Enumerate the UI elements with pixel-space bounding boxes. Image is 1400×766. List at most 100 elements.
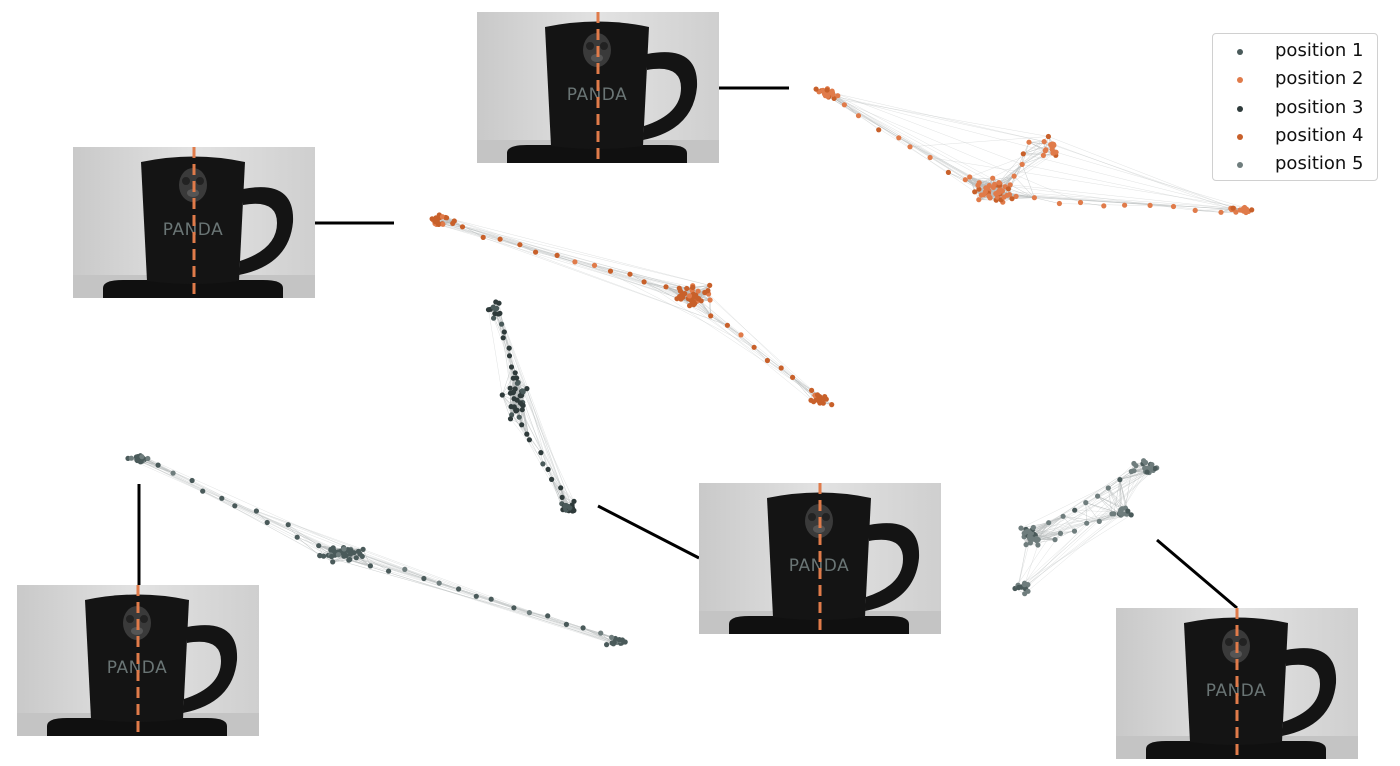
- graph-edge: [1033, 468, 1151, 535]
- graph-edge: [1029, 513, 1124, 539]
- graph-node: [676, 285, 682, 291]
- graph-edge: [323, 556, 622, 641]
- graph-node: [367, 563, 373, 569]
- graph-edge: [680, 298, 815, 396]
- graph-node: [1239, 207, 1245, 213]
- graph-edge: [147, 458, 351, 550]
- graph-edge: [1026, 514, 1127, 535]
- graph-edge: [832, 94, 1005, 198]
- graph-edge: [1037, 471, 1146, 546]
- graph-node: [619, 637, 626, 643]
- graph-node: [1046, 520, 1052, 526]
- graph-node: [571, 507, 577, 514]
- graph-node: [200, 488, 206, 494]
- graph-node: [511, 404, 517, 410]
- graph-layer: [125, 86, 1255, 648]
- graph-node: [341, 546, 347, 552]
- graph-node: [1083, 500, 1089, 506]
- graph-node: [353, 555, 359, 561]
- graph-edge: [1023, 153, 1245, 210]
- graph-nodes: [1012, 458, 1160, 597]
- graph-edge: [1056, 152, 1245, 208]
- graph-node: [1133, 463, 1139, 469]
- graph-edge: [353, 552, 615, 643]
- graph-edge: [488, 309, 503, 396]
- legend-label: position 2: [1275, 68, 1364, 90]
- graph-node: [347, 551, 354, 557]
- graph-node: [145, 455, 151, 462]
- graph-node: [604, 642, 610, 648]
- graph-node: [330, 559, 336, 565]
- graph-edge: [1010, 184, 1245, 210]
- graph-edge: [818, 91, 1054, 154]
- graph-edge: [192, 480, 349, 561]
- graph-node: [1128, 512, 1134, 518]
- graph-edge: [844, 104, 1000, 193]
- graph-edge: [362, 549, 371, 567]
- graph-nodes: [813, 86, 1255, 216]
- graph-node: [1030, 524, 1036, 531]
- graph-node: [808, 397, 814, 403]
- graph-edge: [522, 391, 575, 502]
- graph-node: [693, 292, 699, 298]
- graph-node: [927, 154, 933, 161]
- graph-node: [285, 522, 291, 528]
- graph-edge: [1048, 136, 1234, 209]
- graph-node: [506, 353, 513, 359]
- graph-edge: [708, 293, 818, 399]
- graph-node: [524, 431, 530, 437]
- legend-item: position 1: [1213, 37, 1379, 65]
- graph-node: [1005, 186, 1012, 192]
- graph-edge: [1053, 144, 1232, 210]
- graph-edge: [858, 115, 949, 173]
- graph-node: [1101, 203, 1107, 209]
- graph-edges: [1014, 460, 1157, 594]
- graph-edge: [1085, 502, 1100, 522]
- graph-edge: [504, 331, 510, 356]
- legend-marker: [1237, 49, 1243, 55]
- graph-node: [170, 470, 176, 476]
- graph-edge: [436, 218, 699, 292]
- graph-node: [488, 596, 494, 602]
- graph-edge: [547, 469, 561, 488]
- graph-edge: [1113, 479, 1121, 514]
- graph-edge: [504, 331, 573, 508]
- graph-node: [907, 144, 913, 150]
- graph-edge: [343, 547, 621, 644]
- graph-node: [435, 221, 441, 227]
- graph-node: [219, 495, 225, 501]
- graph-node: [514, 380, 521, 386]
- graph-node: [1001, 194, 1007, 200]
- graph-node: [828, 89, 834, 95]
- graph-edge: [1108, 487, 1113, 514]
- graph-edge: [1125, 471, 1132, 509]
- graph-node: [559, 494, 565, 500]
- graph-node: [511, 605, 517, 611]
- graph-edge: [834, 98, 1049, 137]
- graph-node: [507, 385, 513, 391]
- graph-edge: [503, 337, 511, 389]
- graph-node: [751, 344, 757, 350]
- graph-node: [611, 639, 617, 646]
- graph-edges: [488, 301, 575, 512]
- graph-node: [572, 259, 578, 265]
- graph-node: [1041, 139, 1047, 145]
- graph-edge: [535, 251, 705, 293]
- graph-edge: [1022, 164, 1242, 211]
- graph-edge: [452, 223, 681, 300]
- graph-node: [335, 552, 342, 558]
- graph-edge: [1027, 507, 1126, 585]
- graph-node: [1019, 161, 1025, 167]
- graph-node: [967, 174, 973, 180]
- graph-node: [1043, 147, 1049, 153]
- graph-node: [663, 284, 669, 290]
- graph-node: [499, 321, 505, 327]
- graph-node: [1016, 584, 1022, 591]
- graph-node: [294, 534, 300, 540]
- graph-node: [813, 86, 819, 92]
- legend-marker: [1237, 77, 1243, 84]
- graph-node: [778, 365, 784, 371]
- graph-node: [1011, 173, 1017, 179]
- graph-node: [1119, 506, 1125, 512]
- graph-node: [491, 315, 497, 321]
